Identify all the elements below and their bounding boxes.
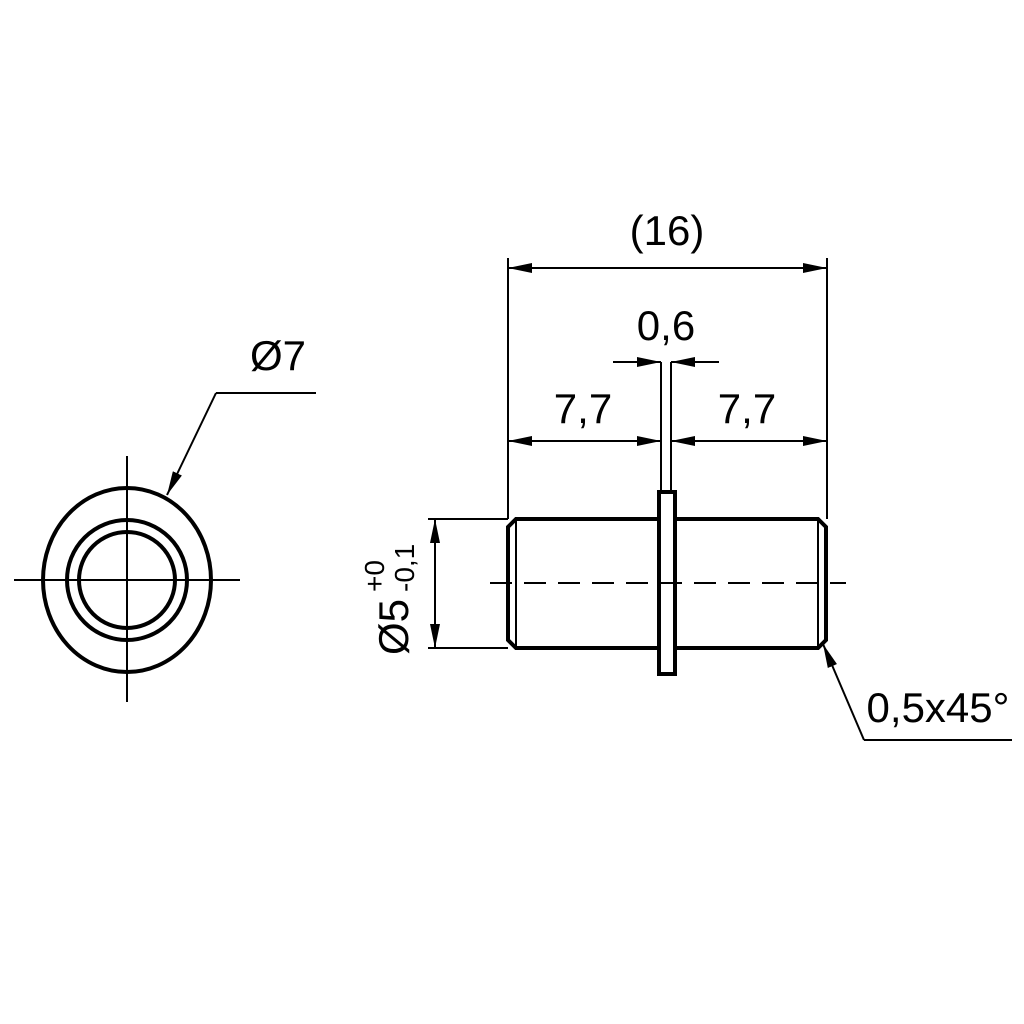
- outer-diameter-label: Ø7: [250, 332, 306, 379]
- right-shaft-body: [675, 517, 828, 650]
- chamfer-leader-line: [822, 643, 865, 741]
- overall-length-label: (16): [630, 207, 705, 254]
- chamfer-label: 0,5x45°: [867, 684, 1010, 731]
- left-length-label: 7,7: [554, 385, 612, 432]
- tolerance-lower-label: -0,1: [389, 544, 420, 592]
- end-view: Ø7: [14, 332, 316, 702]
- tolerance-upper-label: +0: [359, 560, 390, 592]
- shaft-diameter-label: Ø5: [370, 599, 417, 655]
- diameter-leader-line: [166, 392, 217, 496]
- side-view: (16) 0,6 7,7 7,7 Ø5 +0 -0,1 0,5x45°: [359, 207, 1012, 741]
- flange-thickness-label: 0,6: [637, 302, 695, 349]
- right-length-label: 7,7: [718, 385, 776, 432]
- shaft-diameter-annotation: Ø5 +0 -0,1: [359, 544, 420, 655]
